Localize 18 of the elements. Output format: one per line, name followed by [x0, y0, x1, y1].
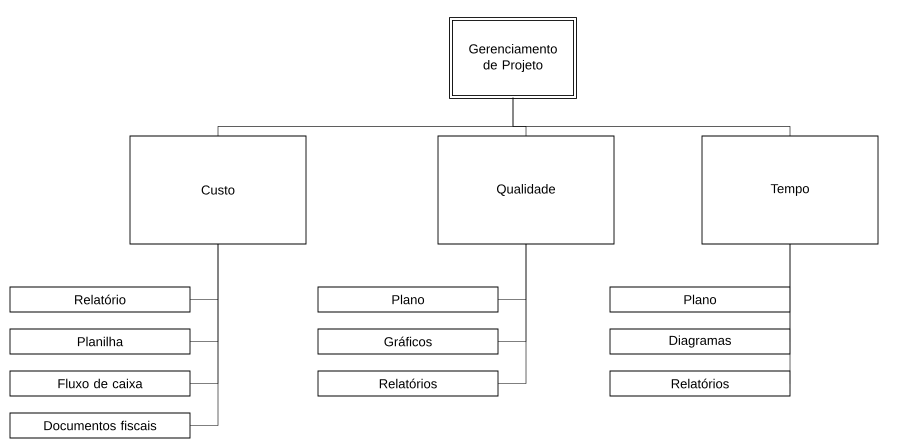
item-box: Planilha — [10, 328, 190, 354]
category-box: Tempo — [702, 136, 878, 244]
item-box: Relatórios — [610, 370, 790, 396]
item-box: Relatórios — [318, 370, 498, 396]
category-box: Qualidade — [438, 136, 614, 244]
item-box: Documentos fiscais — [10, 412, 190, 438]
connector — [498, 244, 526, 384]
item-box: Plano — [610, 286, 790, 312]
root-box: Gerenciamento de Projeto — [449, 17, 577, 99]
connector — [790, 244, 791, 384]
item-box: Fluxo de caixa — [10, 370, 190, 396]
item-box: Plano — [318, 286, 498, 312]
item-box: Relatório — [10, 286, 190, 312]
item-box: Diagramas — [610, 328, 790, 354]
item-box: Gráficos — [318, 328, 498, 354]
category-box: Custo — [130, 136, 306, 244]
connector — [512, 97, 790, 136]
connector — [190, 244, 218, 426]
